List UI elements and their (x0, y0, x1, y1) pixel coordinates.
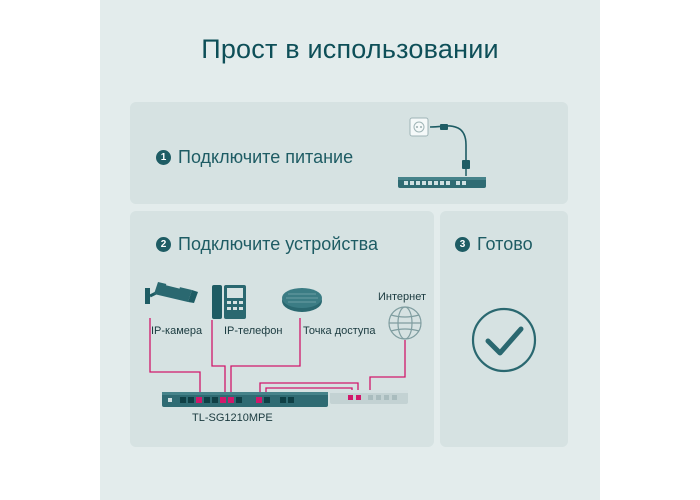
step-label: Подключите питание (178, 147, 354, 167)
globe-icon (388, 306, 422, 340)
power-plug-icon (440, 124, 470, 176)
poe-cables (149, 318, 406, 395)
step-number-badge: 2 (156, 237, 171, 252)
ip-phone-label: IP-телефон (224, 325, 283, 337)
small-switch (398, 177, 486, 188)
access-point-label: Точка доступа (303, 325, 376, 337)
checkmark-icon (471, 307, 537, 373)
step-2-card (130, 211, 434, 447)
step-label: Подключите устройства (178, 234, 378, 254)
access-point-icon (282, 288, 322, 312)
power-outlet-icon (409, 117, 429, 137)
step-number-badge: 3 (455, 237, 470, 252)
step-1-heading: 1 Подключите питание (156, 147, 353, 168)
step-1-card (130, 102, 568, 204)
step-2-heading: 2 Подключите устройства (156, 234, 378, 255)
power-cable (429, 125, 467, 160)
main-switch (162, 392, 328, 407)
page-title: Прост в использовании (201, 34, 499, 64)
router (330, 390, 408, 404)
step-label: Готово (477, 234, 533, 254)
content-panel: Прост в использовании 1 Подключите питан… (100, 0, 600, 500)
cctv-camera-icon (145, 282, 198, 304)
ip-phone-icon (212, 285, 246, 319)
switch-model-label: TL-SG1210MPE (192, 412, 273, 424)
step-3-heading: 3 Готово (455, 234, 533, 255)
step-number-badge: 1 (156, 150, 171, 165)
ip-camera-label: IP-камера (151, 325, 203, 337)
internet-label: Интернет (378, 291, 426, 303)
diagram-graphics (145, 117, 537, 407)
